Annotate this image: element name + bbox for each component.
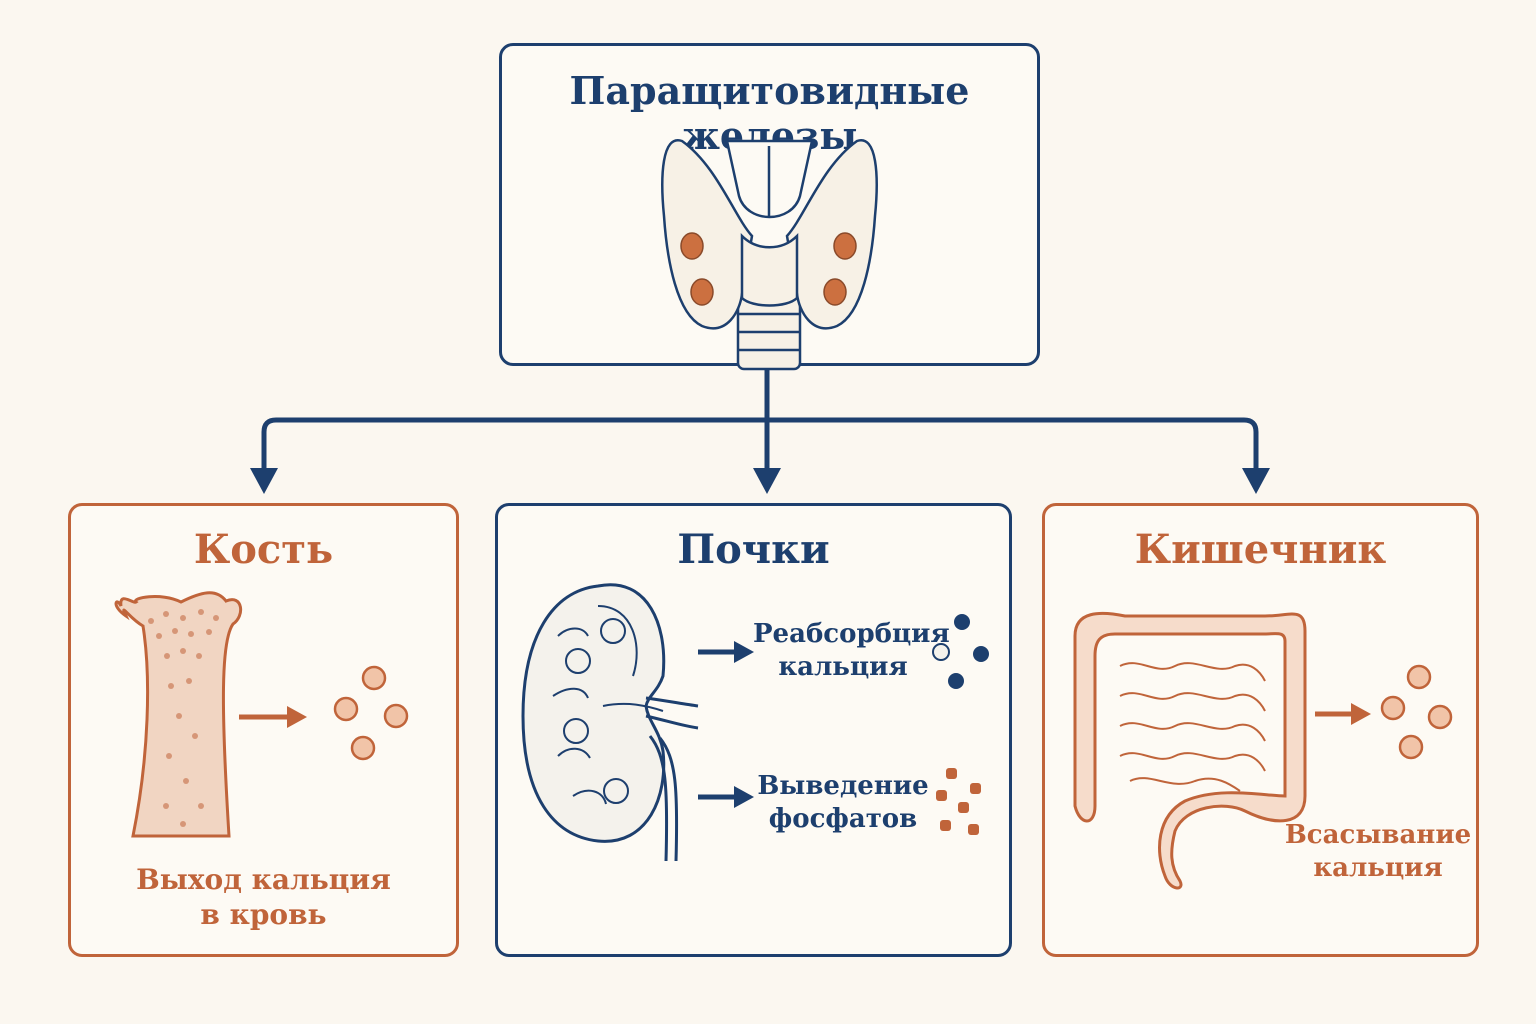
parathyroid-gland-upper-left	[680, 232, 704, 260]
intestine-absorption-arrow	[1315, 703, 1371, 725]
bone-caption-line2: в кровь	[200, 898, 327, 931]
reabsorption-arrow	[698, 641, 754, 663]
parathyroid-box: Паращитовидные железы	[499, 43, 1040, 371]
intestine-illustration	[1073, 611, 1453, 890]
bone-caption: Выход кальция в кровь	[71, 862, 456, 932]
kidney-inner-structures	[552, 605, 664, 805]
kidney-title: Почки	[677, 526, 830, 573]
kidney-icon	[521, 583, 666, 843]
kidney-ureter-vessels	[645, 696, 699, 862]
reabsorption-line1: Реабсорбция	[753, 619, 950, 649]
small-intestine-loops	[1119, 662, 1266, 792]
bone-box: Кость Выход кальция в кровь	[68, 503, 459, 957]
bone-caption-line1: Выход кальция	[136, 863, 391, 896]
kidney-box: Почки	[495, 503, 1012, 957]
intestine-caption-line1: Всасывание	[1284, 820, 1472, 850]
arrowhead-bone	[250, 468, 278, 494]
parathyroid-gland-lower-right	[823, 278, 847, 306]
excretion-line1: Выведение	[757, 771, 929, 801]
excretion-arrow	[698, 786, 754, 808]
kidney-phosphate-particles	[936, 768, 981, 835]
bone-release-arrow	[239, 706, 307, 728]
trachea	[736, 294, 802, 371]
intestine-calcium-particles	[1380, 664, 1453, 760]
thyroid-left-lobe	[661, 139, 754, 330]
intestine-title: Кишечник	[1134, 526, 1387, 573]
reabsorption-label: Реабсорбция кальция	[753, 618, 950, 683]
arrowhead-kidney	[753, 468, 781, 494]
intestine-caption: Всасывание кальция	[1283, 819, 1473, 884]
intestine-box: Кишечник Всасывание кальция	[1042, 503, 1479, 957]
connector-horizontal	[261, 417, 1259, 473]
arrowhead-intestine	[1242, 468, 1270, 494]
bone-title: Кость	[193, 526, 334, 573]
parathyroid-gland-upper-right	[833, 232, 857, 260]
excretion-line2: фосфатов	[768, 803, 918, 834]
thyroid-isthmus	[740, 232, 799, 307]
intestine-caption-line2: кальция	[1313, 852, 1443, 883]
bone-spongy-texture	[148, 609, 219, 827]
excretion-label: Выведение фосфатов	[753, 770, 933, 835]
reabsorption-line2: кальция	[778, 651, 908, 682]
thyroid-illustration	[661, 139, 878, 371]
bone-calcium-particles	[333, 665, 409, 761]
parathyroid-gland-lower-left	[690, 278, 714, 306]
intestine-icon	[1073, 611, 1307, 890]
kidney-calcium-particles	[932, 614, 989, 689]
thyroid-right-lobe	[785, 139, 878, 330]
bone-illustration	[114, 591, 409, 838]
kidney-illustration	[521, 583, 989, 862]
